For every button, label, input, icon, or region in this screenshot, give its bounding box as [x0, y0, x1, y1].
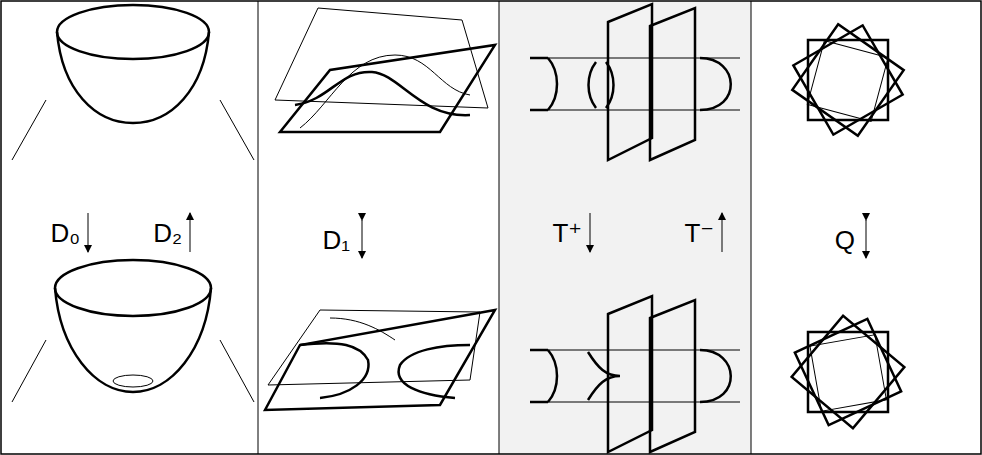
transition-label: T⁻: [684, 220, 714, 246]
transition-label: D₀: [50, 220, 80, 246]
transition-label: T⁺: [552, 220, 582, 246]
transition-label: D₂: [153, 220, 182, 246]
transition-label: Q: [835, 227, 855, 253]
transition-label: D₁: [322, 227, 350, 253]
